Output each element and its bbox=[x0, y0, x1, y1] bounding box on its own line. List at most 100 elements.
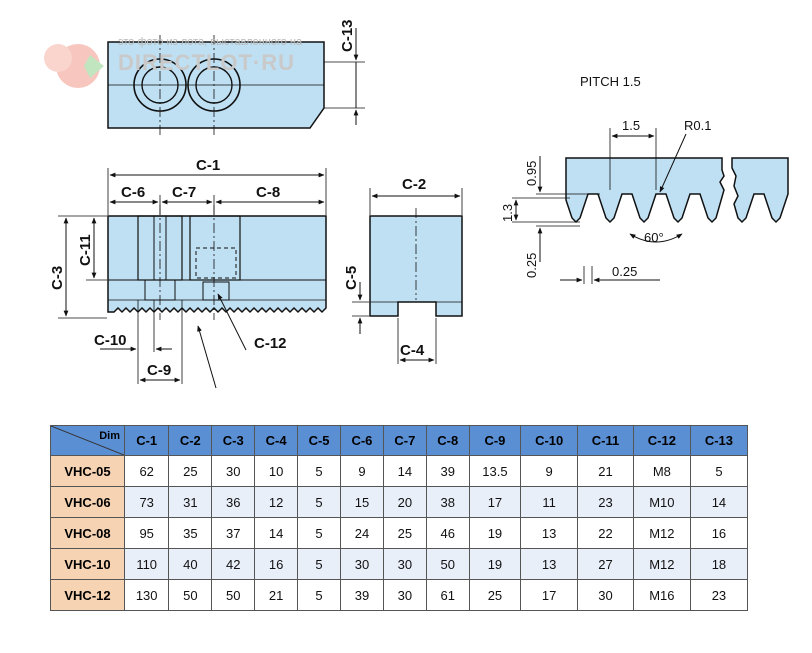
table-cell: 46 bbox=[425, 517, 470, 549]
table-cell: 14 bbox=[382, 455, 427, 487]
table-cell: M8 bbox=[632, 455, 691, 487]
table-cell: 35 bbox=[168, 517, 213, 549]
table-cell: 5 bbox=[297, 579, 341, 611]
col-header: C-1 bbox=[123, 425, 170, 456]
col-header: C-2 bbox=[168, 425, 213, 456]
height-13: 1.3 bbox=[500, 204, 515, 222]
table-cell: 24 bbox=[340, 517, 384, 549]
table-cell: 23 bbox=[577, 486, 634, 518]
table-cell: 30 bbox=[211, 455, 256, 487]
table-cell: 20 bbox=[382, 486, 427, 518]
table-cell: 39 bbox=[340, 579, 384, 611]
table-cell: 30 bbox=[577, 579, 634, 611]
table-cell: 23 bbox=[689, 579, 749, 611]
table-cell: M16 bbox=[632, 579, 691, 611]
table-cell: 30 bbox=[340, 548, 384, 580]
table-cell: 50 bbox=[211, 579, 256, 611]
table-cell: 10 bbox=[254, 455, 299, 487]
table-cell: 12 bbox=[254, 486, 299, 518]
pitch-detail: PITCH 1.5 1.5 R0.1 60° 0.95 1.3 0.25 0.2… bbox=[500, 74, 789, 284]
label-c2: C-2 bbox=[402, 176, 426, 193]
row-model: VHC-05 bbox=[50, 455, 125, 487]
label-c11: C-11 bbox=[77, 234, 94, 266]
table-cell: 5 bbox=[689, 455, 749, 487]
table-cell: 27 bbox=[577, 548, 634, 580]
col-header: C-7 bbox=[382, 425, 427, 456]
table-cell: 50 bbox=[425, 548, 470, 580]
table-cell: 36 bbox=[211, 486, 256, 518]
table-cell: 39 bbox=[425, 455, 470, 487]
table-cell: 21 bbox=[577, 455, 634, 487]
table-cell: 42 bbox=[211, 548, 256, 580]
table-row: VHC-12 130 50 50 21 5 39 30 61 25 17 30 … bbox=[50, 579, 749, 611]
label-c13: C-13 bbox=[339, 19, 356, 52]
table-cell: 62 bbox=[123, 455, 170, 487]
pitch-title: PITCH 1.5 bbox=[580, 74, 641, 89]
side-view: C-2 C-5 C-4 bbox=[343, 176, 463, 364]
table-cell: 25 bbox=[382, 517, 427, 549]
col-header: C-8 bbox=[425, 425, 470, 456]
label-c1: C-1 bbox=[196, 157, 220, 174]
table-cell: 19 bbox=[468, 517, 522, 549]
table-cell: 5 bbox=[297, 455, 341, 487]
label-c5: C-5 bbox=[343, 266, 360, 290]
pitch-value: 1.5 bbox=[622, 118, 640, 133]
table-cell: 21 bbox=[254, 579, 299, 611]
col-header: C-5 bbox=[297, 425, 341, 456]
table-row: VHC-10 110 40 42 16 5 30 30 50 19 13 27 … bbox=[50, 548, 749, 580]
table-cell: 73 bbox=[123, 486, 170, 518]
table-cell: 31 bbox=[168, 486, 213, 518]
table-cell: 16 bbox=[254, 548, 299, 580]
table-cell: M10 bbox=[632, 486, 691, 518]
table-row: VHC-05 62 25 30 10 5 9 14 39 13.5 9 21 M… bbox=[50, 455, 749, 487]
table-cell: 25 bbox=[168, 455, 213, 487]
watermark-logo-icon bbox=[44, 44, 104, 88]
table-cell: 30 bbox=[382, 579, 427, 611]
table-cell: 5 bbox=[297, 548, 341, 580]
col-header: C-10 bbox=[520, 425, 579, 456]
table-cell: 9 bbox=[520, 455, 579, 487]
table-cell: 13.5 bbox=[468, 455, 522, 487]
table-cell: 110 bbox=[123, 548, 170, 580]
table-cell: 5 bbox=[297, 486, 341, 518]
table-cell: 37 bbox=[211, 517, 256, 549]
table-cell: 13 bbox=[520, 517, 579, 549]
col-header: C-12 bbox=[632, 425, 691, 456]
table-cell: 11 bbox=[520, 486, 579, 518]
table-cell: 40 bbox=[168, 548, 213, 580]
label-c4: C-4 bbox=[400, 342, 425, 359]
technical-drawing: C-13 C-1 C-6 C-7 C-8 C-3 bbox=[44, 19, 789, 389]
table-cell: 16 bbox=[689, 517, 749, 549]
col-header: C-9 bbox=[468, 425, 522, 456]
label-c7: C-7 bbox=[172, 184, 196, 201]
height-025: 0.25 bbox=[524, 253, 539, 278]
table-cell: 25 bbox=[468, 579, 522, 611]
corner-diagonal bbox=[51, 426, 124, 455]
label-c3: C-3 bbox=[49, 266, 66, 290]
corner-label: Dim bbox=[99, 430, 120, 442]
table-cell: M12 bbox=[632, 548, 691, 580]
col-header: C-3 bbox=[211, 425, 256, 456]
table-cell: 17 bbox=[520, 579, 579, 611]
table-cell: 95 bbox=[123, 517, 170, 549]
table-cell: 13 bbox=[520, 548, 579, 580]
radius-value: R0.1 bbox=[684, 118, 711, 133]
table-cell: 15 bbox=[340, 486, 384, 518]
width-025: 0.25 bbox=[612, 264, 637, 279]
table-cell: 9 bbox=[340, 455, 384, 487]
label-c9: C-9 bbox=[147, 362, 171, 379]
table-header-row: Dim C-1 C-2 C-3 C-4 C-5 C-6 C-7 C-8 C-9 … bbox=[50, 425, 749, 456]
col-header: C-11 bbox=[577, 425, 634, 456]
table-cell: M12 bbox=[632, 517, 691, 549]
label-c12: C-12 bbox=[254, 335, 287, 352]
table-cell: 61 bbox=[425, 579, 470, 611]
col-header: C-4 bbox=[254, 425, 299, 456]
table-corner-cell: Dim bbox=[50, 425, 125, 456]
row-model: VHC-10 bbox=[50, 548, 125, 580]
label-c10: C-10 bbox=[94, 332, 127, 349]
table-row: VHC-08 95 35 37 14 5 24 25 46 19 13 22 M… bbox=[50, 517, 749, 549]
watermark-site: DIRECTLOT·RU bbox=[118, 50, 295, 75]
table-cell: 14 bbox=[689, 486, 749, 518]
watermark-caption: это фото из лота, выставленного на bbox=[118, 36, 303, 48]
table-cell: 18 bbox=[689, 548, 749, 580]
